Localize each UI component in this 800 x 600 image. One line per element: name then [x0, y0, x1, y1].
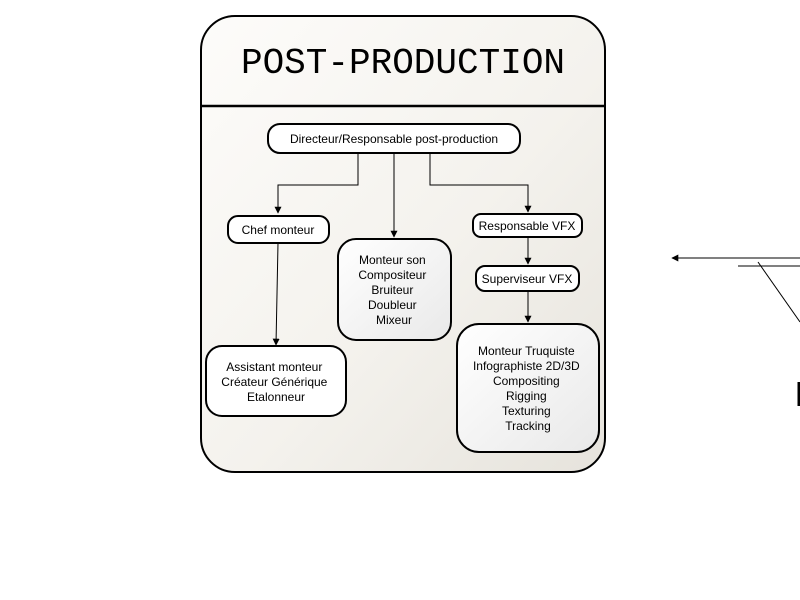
editor-role-line: Créateur Générique — [221, 375, 327, 389]
sound-role-line: Compositeur — [358, 268, 426, 282]
sound-role-line: Doubleur — [368, 298, 417, 312]
node-vfx-roles: Monteur Truquiste Infographiste 2D/3D Co… — [456, 323, 600, 453]
vfx-role-line: Infographiste 2D/3D — [473, 359, 580, 373]
node-chief-editor-label: Chef monteur — [242, 223, 315, 237]
sound-role-line: Bruiteur — [371, 283, 413, 297]
external-diagonal-line — [757, 261, 800, 323]
vfx-role-line: Rigging — [506, 389, 547, 403]
node-director-label: Directeur/Responsable post-production — [290, 132, 498, 146]
sound-role-line: Monteur son — [359, 253, 426, 267]
node-editor-roles-text: Assistant monteur Créateur Générique Eta… — [221, 360, 330, 404]
node-sound-roles-text: Monteur son Compositeur Bruiteur Doubleu… — [358, 253, 429, 327]
connector-chief-editor-to-editor-roles — [272, 242, 280, 346]
node-director: Directeur/Responsable post-production — [267, 123, 521, 154]
external-connector-fragments — [671, 254, 800, 406]
vfx-role-line: Monteur Truquiste — [478, 344, 575, 358]
node-vfx-supervisor-label: Superviseur VFX — [482, 272, 573, 286]
vfx-role-line: Compositing — [493, 374, 560, 388]
node-editor-roles: Assistant monteur Créateur Générique Eta… — [205, 345, 347, 417]
vfx-role-line: Texturing — [502, 404, 551, 418]
node-vfx-manager: Responsable VFX — [472, 213, 583, 238]
node-vfx-manager-label: Responsable VFX — [479, 219, 576, 233]
node-sound-roles: Monteur son Compositeur Bruiteur Doubleu… — [337, 238, 452, 341]
connectors — [272, 153, 532, 346]
editor-role-line: Assistant monteur — [226, 360, 322, 374]
sound-role-line: Mixeur — [376, 313, 412, 327]
node-chief-editor: Chef monteur — [227, 215, 330, 244]
connector-director-to-chief-editor — [274, 153, 359, 214]
panel-title: POST-PRODUCTION — [241, 43, 565, 84]
node-vfx-supervisor: Superviseur VFX — [475, 265, 580, 292]
node-vfx-roles-text: Monteur Truquiste Infographiste 2D/3D Co… — [473, 344, 583, 433]
editor-role-line: Etalonneur — [247, 390, 305, 404]
vfx-role-line: Tracking — [505, 419, 551, 433]
connector-director-to-vfx-manager — [429, 153, 532, 213]
